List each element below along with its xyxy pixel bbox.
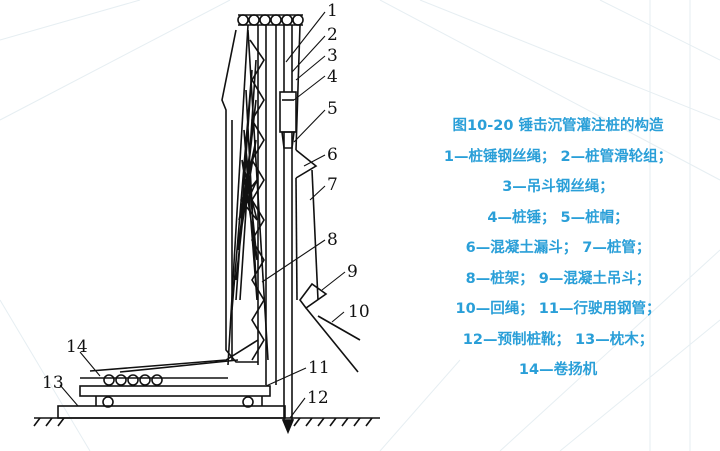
part-number-7: 7 (327, 175, 338, 195)
legend-line: 10—回绳； 11—行驶用钢管； (455, 301, 661, 317)
part-number-9: 9 (347, 262, 358, 282)
winch (103, 374, 163, 386)
legend-line: 1—桩锤钢丝绳； 2—桩管滑轮组； (443, 148, 673, 165)
ground-line (33, 417, 380, 427)
legend-line: 8—桩架； 9—混凝土吊斗； (465, 270, 651, 287)
crown-pulleys (237, 14, 304, 26)
pile-pipe (275, 24, 301, 420)
part-number-11: 11 (308, 358, 330, 378)
part-numbers: 1 2 3 4 5 6 7 8 9 10 11 12 13 14 (42, 1, 370, 408)
pile-rig-diagram: 1 2 3 4 5 6 7 8 9 10 11 12 13 14 (33, 1, 380, 435)
part-number-2: 2 (327, 25, 338, 45)
legend-line: 12—预制桩靴； 13—枕木； (462, 331, 654, 348)
part-number-13: 13 (42, 373, 64, 393)
stay-cables (80, 29, 269, 379)
part-number-14: 14 (66, 337, 88, 357)
precast-pile-shoe (281, 419, 295, 435)
part-number-12: 12 (307, 388, 329, 408)
pile-frame (227, 24, 267, 385)
part-number-1: 1 (327, 1, 338, 21)
part-number-5: 5 (327, 99, 338, 119)
legend-line: 4—桩锤； 5—桩帽； (487, 209, 629, 226)
part-number-6: 6 (327, 145, 338, 165)
legend-line: 3—吊斗钢丝绳； (502, 179, 614, 195)
concrete-bucket (299, 282, 361, 373)
part-number-4: 4 (327, 67, 338, 87)
rig-chassis (57, 385, 286, 419)
pile-hammer (279, 91, 297, 149)
leader-lines (59, 11, 346, 419)
concrete-funnel (295, 149, 319, 301)
caption-title: 图10-20 锤击沉管灌注桩的构造 (452, 118, 664, 134)
part-number-10: 10 (348, 302, 370, 322)
figure-caption: 图10-20 锤击沉管灌注桩的构造 1—桩锤钢丝绳； 2—桩管滑轮组； 3—吊斗… (398, 111, 718, 386)
part-number-8: 8 (327, 230, 338, 250)
legend-line: 14—卷扬机 (518, 362, 598, 378)
legend-line: 6—混凝土漏斗； 7—桩管； (465, 240, 651, 256)
part-number-3: 3 (327, 46, 338, 66)
